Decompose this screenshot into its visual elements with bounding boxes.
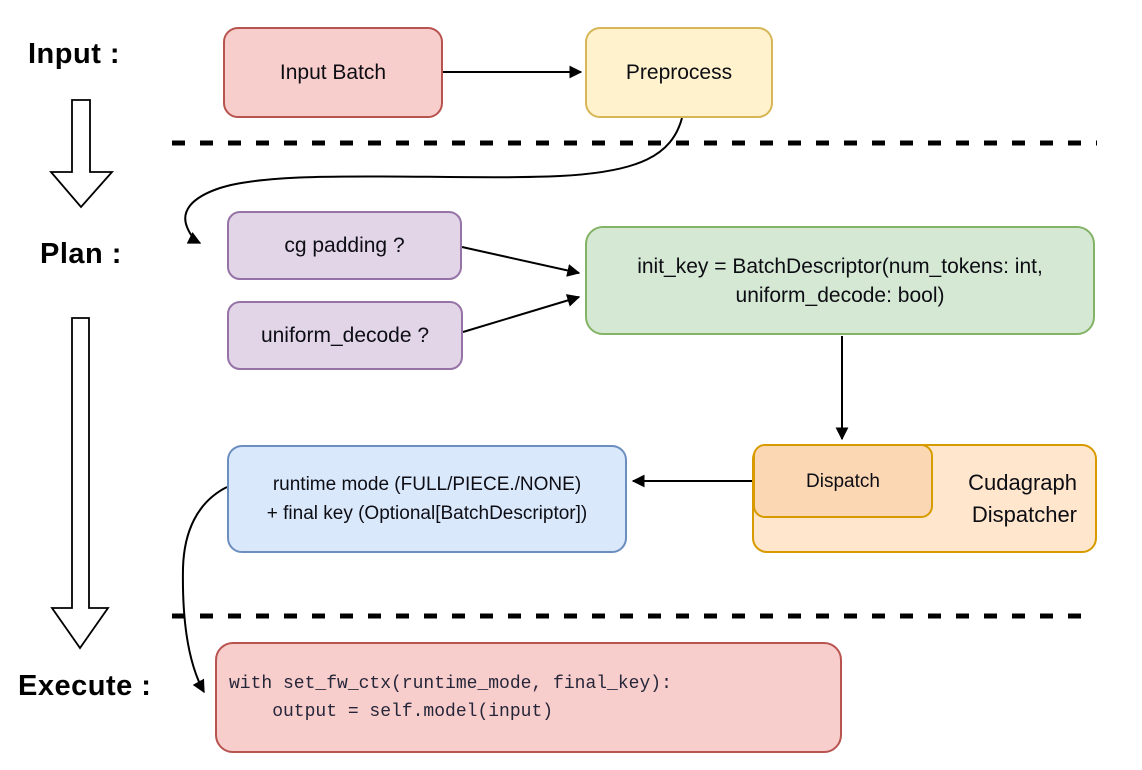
arrow-runtime-to-execute [181,486,228,694]
node-init-key: init_key = BatchDescriptor(num_tokens: i… [585,226,1095,335]
node-cg-padding-label: cg padding ? [284,234,405,257]
node-execute-code: with set_fw_ctx(runtime_mode, final_key)… [215,642,842,753]
stage-arrow-input-to-plan-icon [49,99,114,209]
node-input-batch: Input Batch [223,27,443,118]
node-uniform-decode: uniform_decode ? [227,301,463,370]
node-runtime-result-line2: + final key (Optional[BatchDescriptor]) [266,503,588,524]
arrow-uniform-decode-to-init-key [462,294,581,333]
node-cudagraph-dispatcher-line1: Cudagraph [968,469,1077,495]
node-uniform-decode-label: uniform_decode ? [260,324,430,347]
stage-arrow-plan-to-execute-icon [50,317,110,650]
stage-label-input: Input : [28,38,121,70]
node-cg-padding: cg padding ? [227,211,462,280]
arrow-cg-padding-to-init-key [461,246,581,277]
node-input-batch-label: Input Batch [279,61,387,84]
node-preprocess-label: Preprocess [625,61,733,84]
node-init-key-line2: uniform_decode: bool) [735,283,945,307]
stage-label-execute: Execute : [18,670,152,702]
node-preprocess: Preprocess [585,27,773,118]
execute-code-line1: with set_fw_ctx(runtime_mode, final_key)… [229,673,672,694]
node-cudagraph-dispatcher-line2: Dispatcher [971,501,1077,527]
node-dispatch-label: Dispatch [806,470,880,492]
node-runtime-result: runtime mode (FULL/PIECE./NONE) + final … [227,445,627,553]
stage-label-plan: Plan : [40,238,122,270]
node-init-key-line1: init_key = BatchDescriptor(num_tokens: i… [637,254,1043,278]
node-runtime-result-line1: runtime mode (FULL/PIECE./NONE) [272,474,582,495]
arrow-preprocess-to-plan [184,117,683,244]
node-dispatch: Dispatch [753,444,933,518]
execute-code-line2: output = self.model(input) [229,701,554,722]
